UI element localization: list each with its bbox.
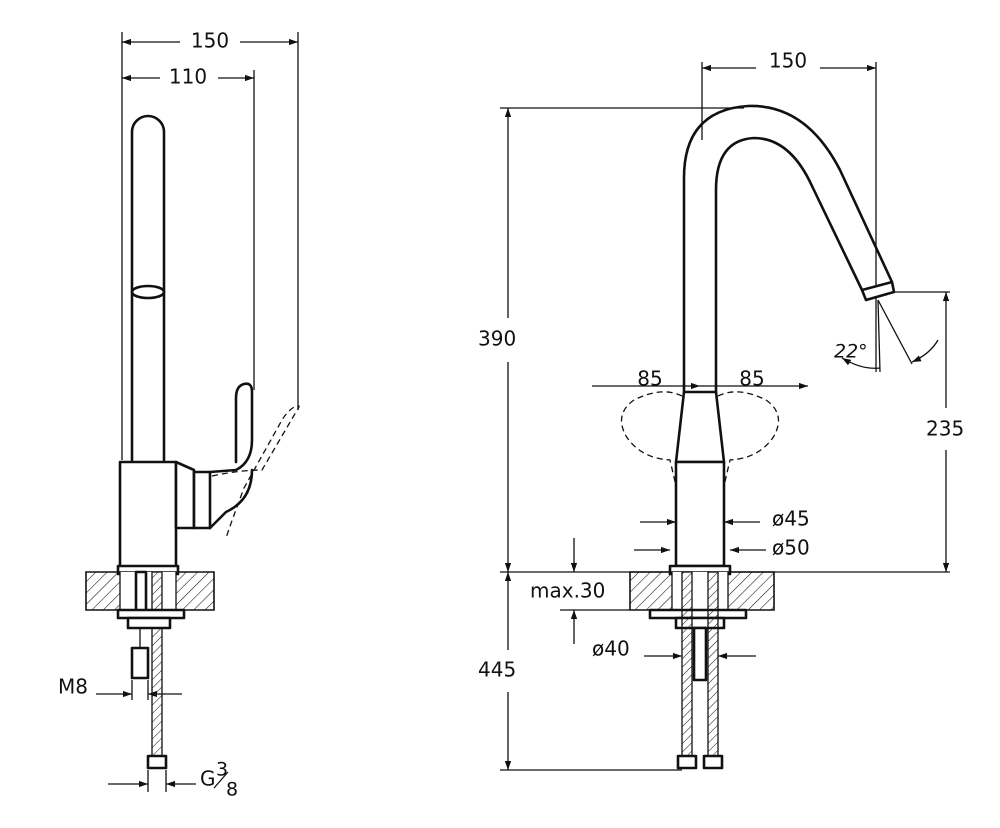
deck-thickness-label: max.30	[530, 579, 605, 603]
side-body-neck	[174, 460, 196, 530]
handle-rotation-dimension: 85 85	[592, 367, 808, 391]
side-lever-handle	[208, 382, 254, 474]
thread-label: M8	[58, 675, 88, 699]
deck-thickness-dimension: max.30	[530, 538, 630, 644]
side-lever-open-position	[211, 404, 300, 539]
handle-left-position	[620, 391, 683, 487]
side-hose-lower	[151, 627, 163, 757]
front-spout-inner	[714, 136, 864, 394]
base-diameter-label: ø50	[772, 536, 810, 560]
handle-right-position	[717, 391, 780, 487]
side-depth-dimension: 150	[122, 29, 298, 53]
side-rod-nut	[130, 646, 150, 680]
side-view: 150 110	[58, 29, 300, 801]
front-hose-left	[681, 571, 693, 757]
hose-length-label: 445	[478, 658, 516, 682]
body-diameter-label: ø45	[772, 507, 810, 531]
front-spout-outer	[682, 104, 894, 394]
connection-fraction-denominator: 8	[226, 779, 238, 801]
front-body	[674, 460, 726, 568]
side-hose-fitting	[146, 754, 168, 770]
outlet-height-label: 235	[926, 417, 964, 441]
hole-diameter-label: ø40	[592, 637, 630, 661]
front-view: 150 390 235 445 22°	[478, 49, 964, 771]
side-spout-label: 110	[169, 65, 207, 89]
side-mounting-nut	[126, 616, 172, 630]
side-lever-lower	[208, 468, 254, 530]
handle-left-label: 85	[637, 367, 662, 391]
side-connection-dimension: G 3 8	[108, 759, 238, 801]
front-reach-dimension: 150	[702, 49, 876, 73]
side-lever-hub	[192, 470, 212, 530]
outlet-height-dimension: 235	[926, 292, 964, 572]
total-height-label: 390	[478, 327, 516, 351]
side-hose-upper	[151, 571, 163, 613]
front-handle-collar	[674, 390, 726, 464]
side-depth-label: 150	[191, 29, 229, 53]
hose-length-dimension: 445	[478, 572, 516, 770]
front-hose-fitting-left	[676, 754, 698, 770]
front-hose-fitting-right	[702, 754, 724, 770]
connection-fraction-numerator: 3	[216, 759, 228, 781]
connection-label: G	[200, 767, 216, 791]
spout-angle-label: 22°	[834, 341, 868, 363]
side-thread-dimension: M8	[58, 675, 182, 700]
front-spout-outlet	[860, 280, 896, 302]
total-height-dimension: 390	[478, 108, 516, 572]
side-body	[118, 460, 178, 570]
side-threaded-rod	[134, 570, 148, 614]
hole-diameter-dimension: ø40	[592, 637, 756, 661]
handle-right-label: 85	[739, 367, 764, 391]
front-reach-label: 150	[769, 49, 807, 73]
side-spout	[130, 114, 166, 462]
base-diameter-dimension: ø50	[634, 536, 810, 560]
side-spout-dimension: 110	[122, 65, 254, 89]
side-spout-aerator-ring	[130, 284, 166, 300]
front-threaded-rod	[692, 626, 708, 682]
body-diameter-dimension: ø45	[640, 507, 810, 531]
front-hose-right	[707, 571, 719, 757]
